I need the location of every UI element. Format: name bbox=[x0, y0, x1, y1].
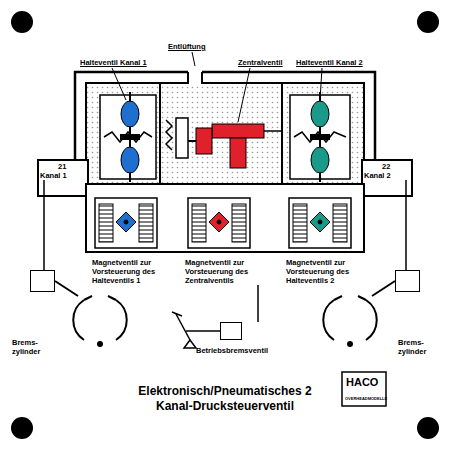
magnet-valves bbox=[95, 198, 351, 248]
node-text: Brems- zylinder bbox=[12, 338, 60, 356]
valve-housing bbox=[38, 66, 412, 252]
magnet-valve: Magnetventil zur Vorsteuerung des Zentra… bbox=[185, 198, 263, 285]
brake-pedal bbox=[172, 312, 220, 348]
symbol-box bbox=[30, 270, 55, 292]
node-text: Brems- zylinder bbox=[398, 338, 440, 356]
magnet-valve: Magnetventil zur Vorsteuerung des Haltev… bbox=[92, 198, 170, 285]
brake-cylinder: Brems- zylinder bbox=[12, 270, 60, 356]
air-line bbox=[257, 285, 259, 322]
part-label: Halteventil Kanal 2 bbox=[296, 58, 363, 67]
node-text: Magnetventil zur Vorsteuerung des Haltev… bbox=[286, 258, 356, 285]
mounting-dots bbox=[11, 11, 439, 439]
node-text: Betriebsbremsventil bbox=[196, 346, 268, 355]
part-label: Halteventil Kanal 1 bbox=[80, 58, 147, 67]
central-valve bbox=[166, 118, 282, 168]
node-text: Magnetventil zur Vorsteuerung des Haltev… bbox=[92, 258, 162, 285]
node-text: 21 bbox=[40, 162, 86, 171]
part-label: Zentralventil bbox=[238, 58, 283, 67]
brake-cylinder: Brems- zylinder bbox=[392, 270, 440, 356]
port-label: 22Kanal 2 bbox=[364, 162, 410, 180]
holding-valve-1 bbox=[104, 92, 152, 182]
logo-text: OVERHEADMODELLE bbox=[345, 396, 387, 402]
logo-text: HACO bbox=[346, 376, 378, 389]
title: Elektronisch/Pneumatisches 2 Kanal-Druck… bbox=[128, 384, 322, 414]
service-brake-valve: Betriebsbremsventil bbox=[196, 322, 268, 355]
holding-valve-2 bbox=[294, 92, 346, 182]
node-text: Magnetventil zur Vorsteuerung des Zentra… bbox=[185, 258, 255, 285]
symbol-box bbox=[220, 322, 242, 340]
brake-drums bbox=[55, 281, 395, 346]
air-line bbox=[43, 180, 45, 270]
node-text: Kanal 2 bbox=[364, 171, 410, 180]
port-label: 21Kanal 1 bbox=[40, 162, 86, 180]
node-text: Kanal 1 bbox=[40, 171, 86, 180]
magnet-valve: Magnetventil zur Vorsteuerung des Haltev… bbox=[286, 198, 364, 285]
node-text: 22 bbox=[364, 162, 410, 171]
symbol-box bbox=[395, 270, 420, 292]
part-label: Entlüftung bbox=[168, 42, 206, 51]
air-line bbox=[405, 180, 407, 270]
